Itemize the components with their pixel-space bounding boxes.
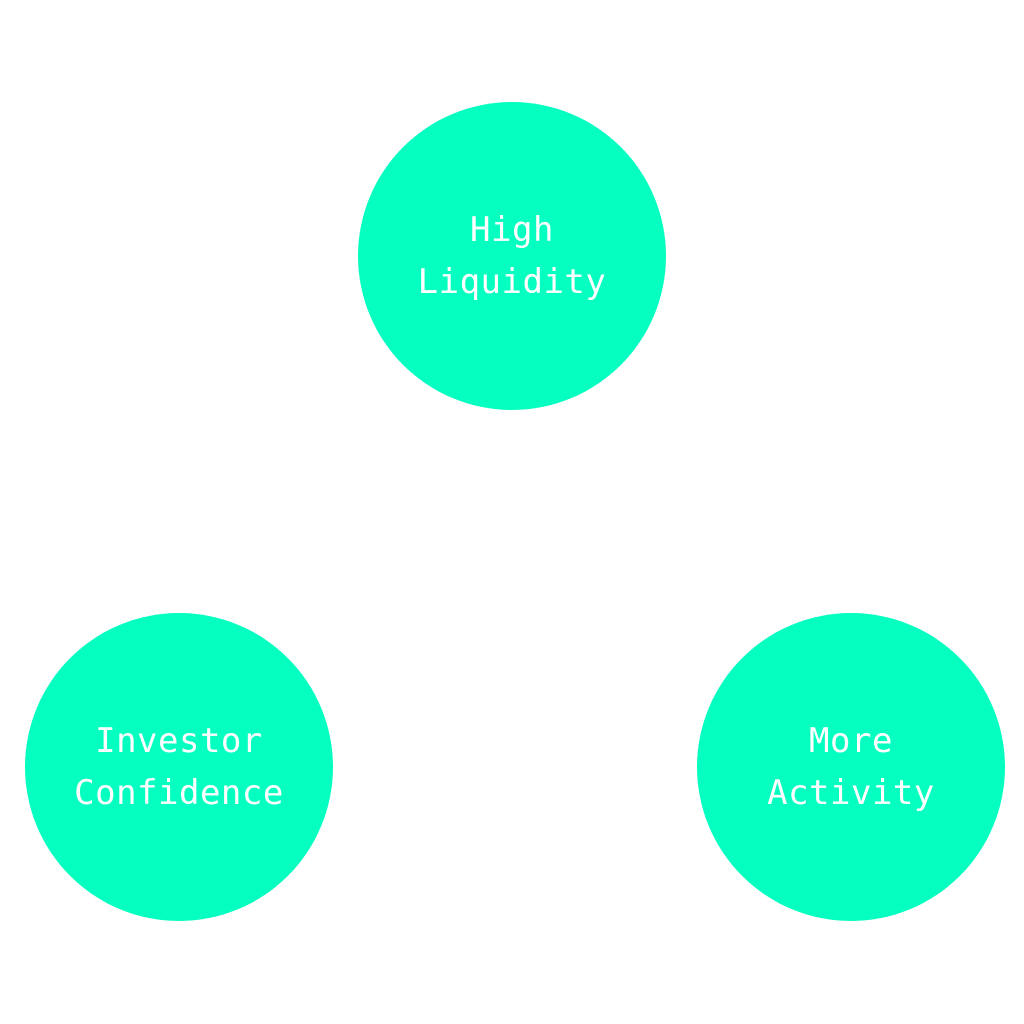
node-label-line: Confidence bbox=[74, 773, 284, 813]
node-high-liquidity: High Liquidity bbox=[358, 102, 666, 410]
node-label-line: More bbox=[809, 721, 893, 761]
node-label: Investor Confidence bbox=[74, 715, 284, 819]
node-label-line: Activity bbox=[767, 773, 935, 813]
node-investor-confidence: Investor Confidence bbox=[25, 613, 333, 921]
node-more-activity: More Activity bbox=[697, 613, 1005, 921]
node-label: More Activity bbox=[767, 715, 935, 819]
node-label-line: Liquidity bbox=[417, 262, 607, 302]
node-label-line: High bbox=[470, 210, 554, 250]
node-label: High Liquidity bbox=[418, 204, 607, 308]
node-label-line: Investor bbox=[95, 721, 263, 761]
